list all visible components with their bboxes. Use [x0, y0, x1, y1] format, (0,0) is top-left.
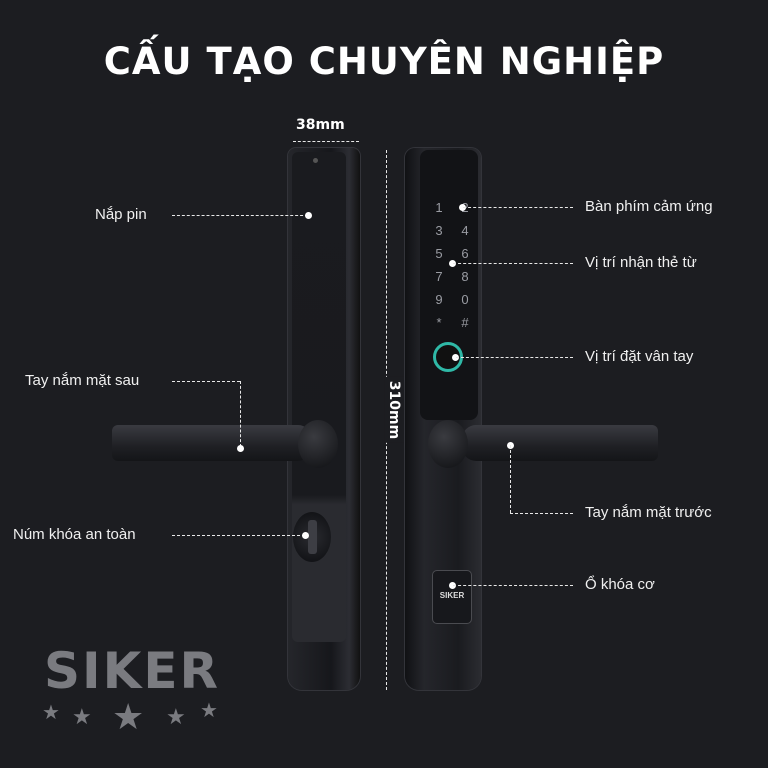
- screw-icon: [313, 158, 318, 163]
- key-8[interactable]: 8: [461, 269, 469, 284]
- key-5[interactable]: 5: [435, 246, 443, 261]
- touch-keypad-panel: [420, 150, 478, 420]
- width-dimension-label: 38mm: [296, 117, 345, 133]
- star-icon: ★: [166, 704, 186, 729]
- key-0[interactable]: 0: [461, 292, 469, 307]
- label-card-reader: Vị trí nhận thẻ từ: [585, 254, 697, 271]
- key-6[interactable]: 6: [461, 246, 469, 261]
- key-4[interactable]: 4: [461, 223, 469, 238]
- page-title: CẤU TẠO CHUYÊN NGHIỆP: [103, 40, 665, 83]
- label-rear-handle: Tay nắm mặt sau: [25, 372, 140, 389]
- callout-line: [510, 445, 511, 513]
- callout-dot: [237, 445, 244, 452]
- callout-dot: [449, 582, 456, 589]
- cylinder-brand: SIKER: [439, 591, 465, 600]
- callout-line: [172, 215, 308, 216]
- callout-line: [240, 381, 241, 447]
- callout-dot: [459, 204, 466, 211]
- callout-line: [453, 263, 573, 264]
- key-star[interactable]: *: [436, 315, 442, 330]
- callout-dot: [305, 212, 312, 219]
- battery-cover: [292, 152, 346, 642]
- callout-line: [172, 381, 240, 382]
- label-touch-keypad: Bàn phím cảm ứng: [585, 198, 713, 215]
- key-hash[interactable]: #: [461, 315, 469, 330]
- label-front-handle: Tay nắm mặt trước: [585, 504, 712, 521]
- key-3[interactable]: 3: [435, 223, 443, 238]
- siker-logo: SIKER: [44, 642, 221, 700]
- front-handle[interactable]: [462, 425, 658, 461]
- callout-dot: [449, 260, 456, 267]
- rear-handle-rose: [298, 420, 338, 468]
- callout-dot: [452, 354, 459, 361]
- callout-line: [463, 207, 573, 208]
- star-icon: ★: [112, 696, 145, 737]
- label-safety-knob: Núm khóa an toàn: [13, 526, 136, 543]
- star-icon: ★: [72, 704, 92, 729]
- key-9[interactable]: 9: [435, 292, 443, 307]
- star-icon: ★: [200, 700, 218, 722]
- label-key-cylinder: Ổ khóa cơ: [585, 576, 655, 593]
- callout-line: [510, 513, 573, 514]
- label-battery-cover: Nắp pin: [95, 206, 147, 223]
- safety-knob[interactable]: [293, 512, 331, 562]
- label-fingerprint: Vị trí đặt vân tay: [585, 348, 694, 365]
- width-dimension-line: [293, 141, 359, 142]
- key-7[interactable]: 7: [435, 269, 443, 284]
- rear-handle[interactable]: [112, 425, 312, 461]
- callout-line: [172, 535, 305, 536]
- height-dimension-label: 310mm: [384, 376, 405, 444]
- front-handle-rose: [428, 420, 468, 468]
- key-1[interactable]: 1: [435, 200, 443, 215]
- key-cylinder: SIKER: [432, 570, 472, 624]
- star-icon: ★: [42, 702, 60, 724]
- callout-line: [456, 357, 573, 358]
- callout-line: [453, 585, 573, 586]
- callout-dot: [302, 532, 309, 539]
